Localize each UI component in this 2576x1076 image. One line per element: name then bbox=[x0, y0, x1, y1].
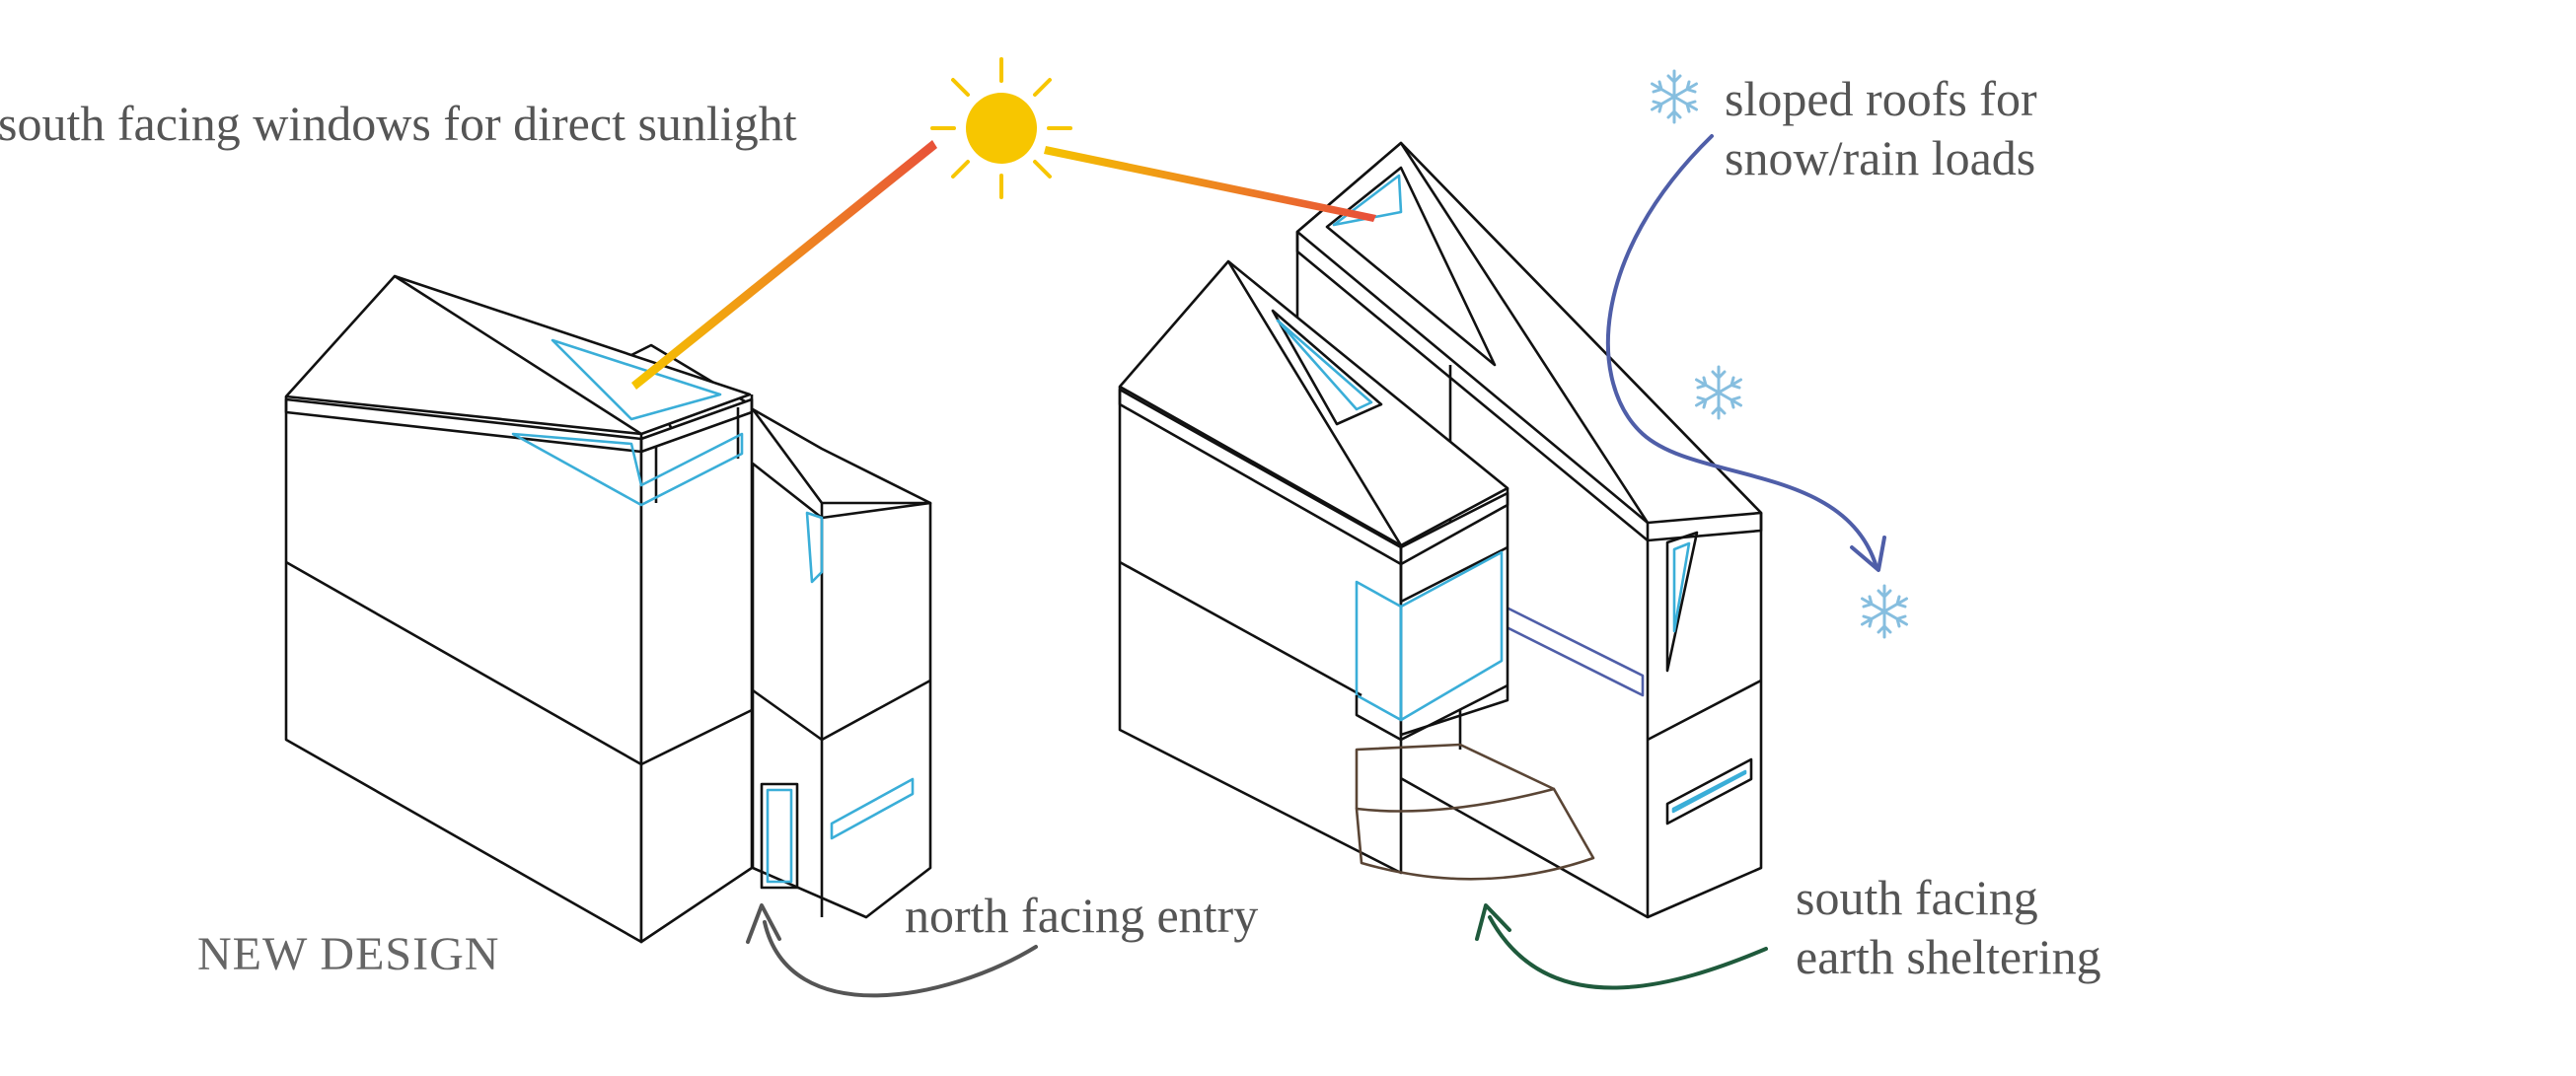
sunray-beam bbox=[1044, 146, 1376, 222]
rear-skylight bbox=[1325, 166, 1497, 367]
snowflake-icon bbox=[1695, 365, 1742, 420]
main-left-face bbox=[284, 397, 643, 944]
earth-shelter-arc bbox=[1355, 787, 1595, 881]
entry-door-glass bbox=[766, 788, 793, 884]
diagram-caption: NEW DESIGN bbox=[197, 928, 500, 980]
snow-group bbox=[1605, 69, 1908, 639]
sun-icon bbox=[930, 57, 1072, 199]
corner-glazing-front bbox=[1399, 550, 1504, 722]
front-skylight-glass bbox=[1276, 319, 1373, 411]
annex-clerestory-window bbox=[805, 511, 824, 584]
annex-roof bbox=[751, 407, 932, 505]
annotation-north-entry: north facing entry bbox=[905, 888, 1259, 943]
curved-arrow bbox=[763, 920, 1038, 998]
sun-group bbox=[631, 57, 1376, 390]
rear-ground-window bbox=[1665, 757, 1753, 825]
snowflake-icon bbox=[1651, 69, 1698, 124]
curved-arrow bbox=[1605, 134, 1878, 569]
annotation-sloped-roofs: sloped roofs for snow/rain loads bbox=[1725, 71, 2037, 185]
rear-ground-window-glass bbox=[1671, 769, 1747, 814]
annotation-sunlight: south facing windows for direct sunlight bbox=[0, 96, 797, 151]
annex-window-slot bbox=[830, 777, 915, 840]
rear-tall-window bbox=[1665, 531, 1699, 673]
left-building bbox=[284, 274, 932, 944]
sunray-beam bbox=[631, 140, 937, 390]
clerestory-window bbox=[511, 432, 744, 507]
annotation-earth-sheltering: south facing earth sheltering bbox=[1796, 870, 2101, 984]
front-skylight bbox=[1271, 309, 1383, 426]
annex-front-face bbox=[751, 462, 932, 919]
curved-arrow bbox=[1488, 915, 1768, 990]
main-front-face bbox=[639, 397, 754, 944]
skylight-window bbox=[551, 338, 722, 421]
right-building bbox=[1118, 141, 1763, 919]
rear-tall-window-glass bbox=[1672, 541, 1691, 633]
snowflake-icon bbox=[1861, 584, 1908, 639]
entry-door bbox=[760, 782, 799, 890]
